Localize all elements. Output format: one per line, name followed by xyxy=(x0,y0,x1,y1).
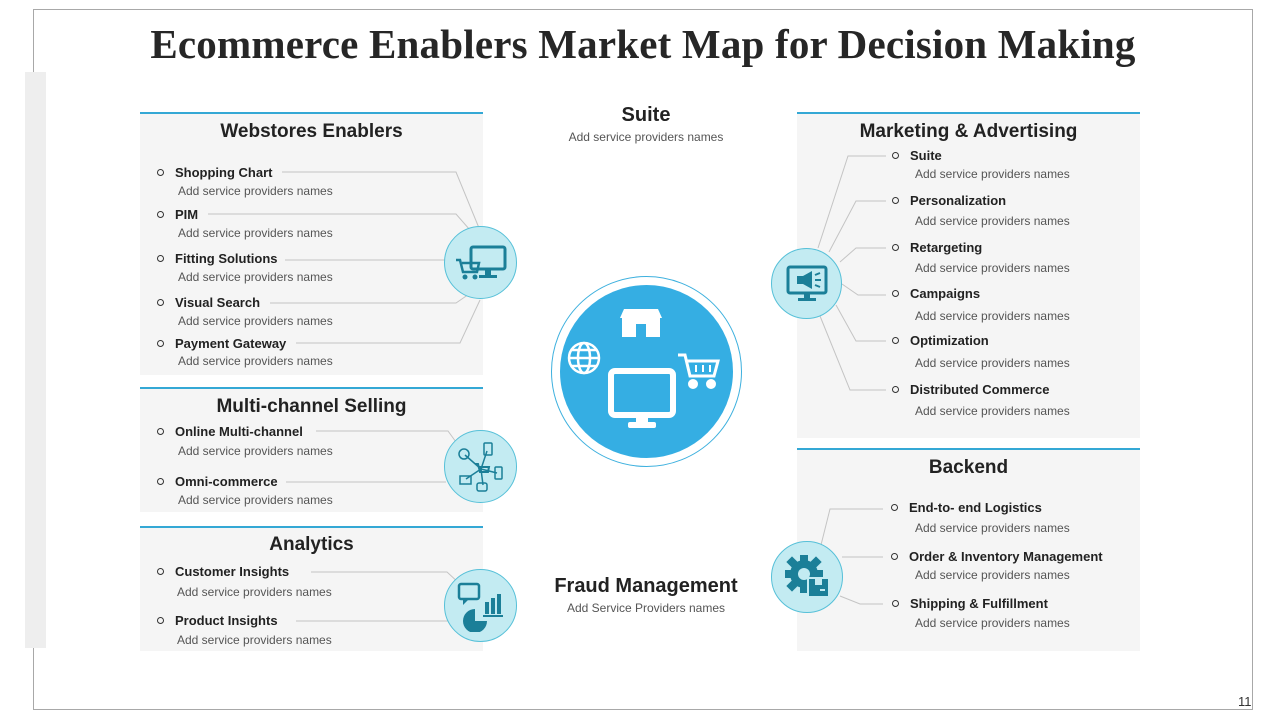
monitor-megaphone-icon xyxy=(771,248,842,319)
item-pim: PIM xyxy=(156,207,199,222)
item-visual-search-sub: Add service providers names xyxy=(178,314,333,328)
globe-icon xyxy=(567,341,601,375)
monitor-cart-icon xyxy=(444,226,517,299)
item-retargeting-sub: Add service providers names xyxy=(915,261,1070,275)
item-online-multichannel: Online Multi-channel xyxy=(157,424,303,439)
item-personalization: Personalization xyxy=(891,193,1007,208)
item-mkt-suite-sub: Add service providers names xyxy=(915,167,1070,181)
multichannel-heading: Multi-channel Selling xyxy=(216,396,407,417)
item-retargeting: Retargeting xyxy=(891,240,983,255)
item-payment-gateway: Payment Gateway xyxy=(156,336,287,351)
analytics-heading: Analytics xyxy=(269,534,354,555)
analytics-panel: Analytics xyxy=(140,526,483,651)
item-shopping-chart: Shopping Chart xyxy=(157,165,273,180)
suite-heading: Suite xyxy=(621,104,671,126)
item-order-inventory: Order & Inventory Management xyxy=(891,549,1103,564)
item-fitting-solutions: Fitting Solutions xyxy=(157,251,278,266)
gear-box-icon xyxy=(771,541,843,613)
item-shipping-sub: Add service providers names xyxy=(915,616,1070,630)
item-personalization-sub: Add service providers names xyxy=(915,214,1070,228)
item-pim-sub: Add service providers names xyxy=(178,226,333,240)
item-customer-insights: Customer Insights xyxy=(156,564,290,579)
omnichannel-network-icon xyxy=(444,430,517,503)
backend-heading: Backend xyxy=(928,457,1009,478)
item-distributed-commerce-sub: Add service providers names xyxy=(915,404,1070,418)
fraud-sub: Add Service Providers names xyxy=(566,601,726,615)
store-icon xyxy=(620,309,662,337)
side-strip xyxy=(25,72,46,648)
cart-icon xyxy=(678,353,720,389)
item-payment-gateway-sub: Add service providers names xyxy=(178,354,333,368)
item-visual-search: Visual Search xyxy=(156,295,261,310)
item-optimization-sub: Add service providers names xyxy=(915,356,1070,370)
marketing-heading: Marketing & Advertising xyxy=(859,121,1078,142)
item-omni-commerce-sub: Add service providers names xyxy=(178,493,333,507)
item-product-insights: Product Insights xyxy=(157,613,278,628)
item-omni-commerce: Omni-commerce xyxy=(157,474,278,489)
item-campaigns: Campaigns xyxy=(891,286,981,301)
item-product-insights-sub: Add service providers names xyxy=(177,633,332,647)
item-online-multichannel-sub: Add service providers names xyxy=(178,444,333,458)
item-distributed-commerce: Distributed Commerce xyxy=(891,382,1050,397)
item-logistics: End-to- end Logistics xyxy=(891,500,1042,515)
item-order-inventory-sub: Add service providers names xyxy=(915,568,1070,582)
multichannel-panel: Multi-channel Selling xyxy=(140,387,483,512)
computer-icon xyxy=(608,368,676,428)
item-campaigns-sub: Add service providers names xyxy=(915,309,1070,323)
suite-sub: Add service providers names xyxy=(568,130,724,144)
item-logistics-sub: Add service providers names xyxy=(915,521,1070,535)
item-mkt-suite: Suite xyxy=(892,148,942,163)
backend-panel: Backend xyxy=(797,448,1140,651)
item-optimization: Optimization xyxy=(892,333,989,348)
item-shopping-chart-sub: Add service providers names xyxy=(178,184,333,198)
page-number: 11 xyxy=(1238,694,1252,709)
analytics-chart-icon xyxy=(444,569,517,642)
webstores-heading: Webstores Enablers xyxy=(220,121,403,142)
page-title: Ecommerce Enablers Market Map for Decisi… xyxy=(150,21,1136,67)
center-hub xyxy=(560,285,733,458)
item-shipping: Shipping & Fulfillment xyxy=(892,596,1048,611)
item-fitting-solutions-sub: Add service providers names xyxy=(178,270,333,284)
item-customer-insights-sub: Add service providers names xyxy=(177,585,332,599)
fraud-heading: Fraud Management xyxy=(554,575,738,597)
